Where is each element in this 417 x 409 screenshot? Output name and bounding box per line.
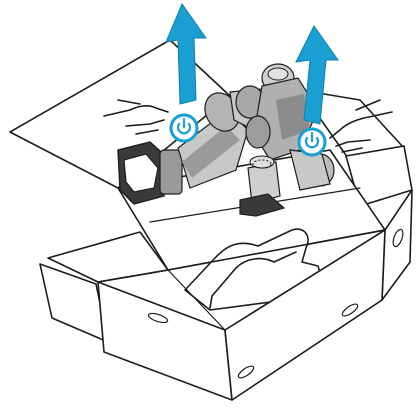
power-button-icon bbox=[299, 129, 325, 155]
box-front-right-flap bbox=[382, 190, 412, 300]
power-button-icon bbox=[171, 115, 197, 141]
